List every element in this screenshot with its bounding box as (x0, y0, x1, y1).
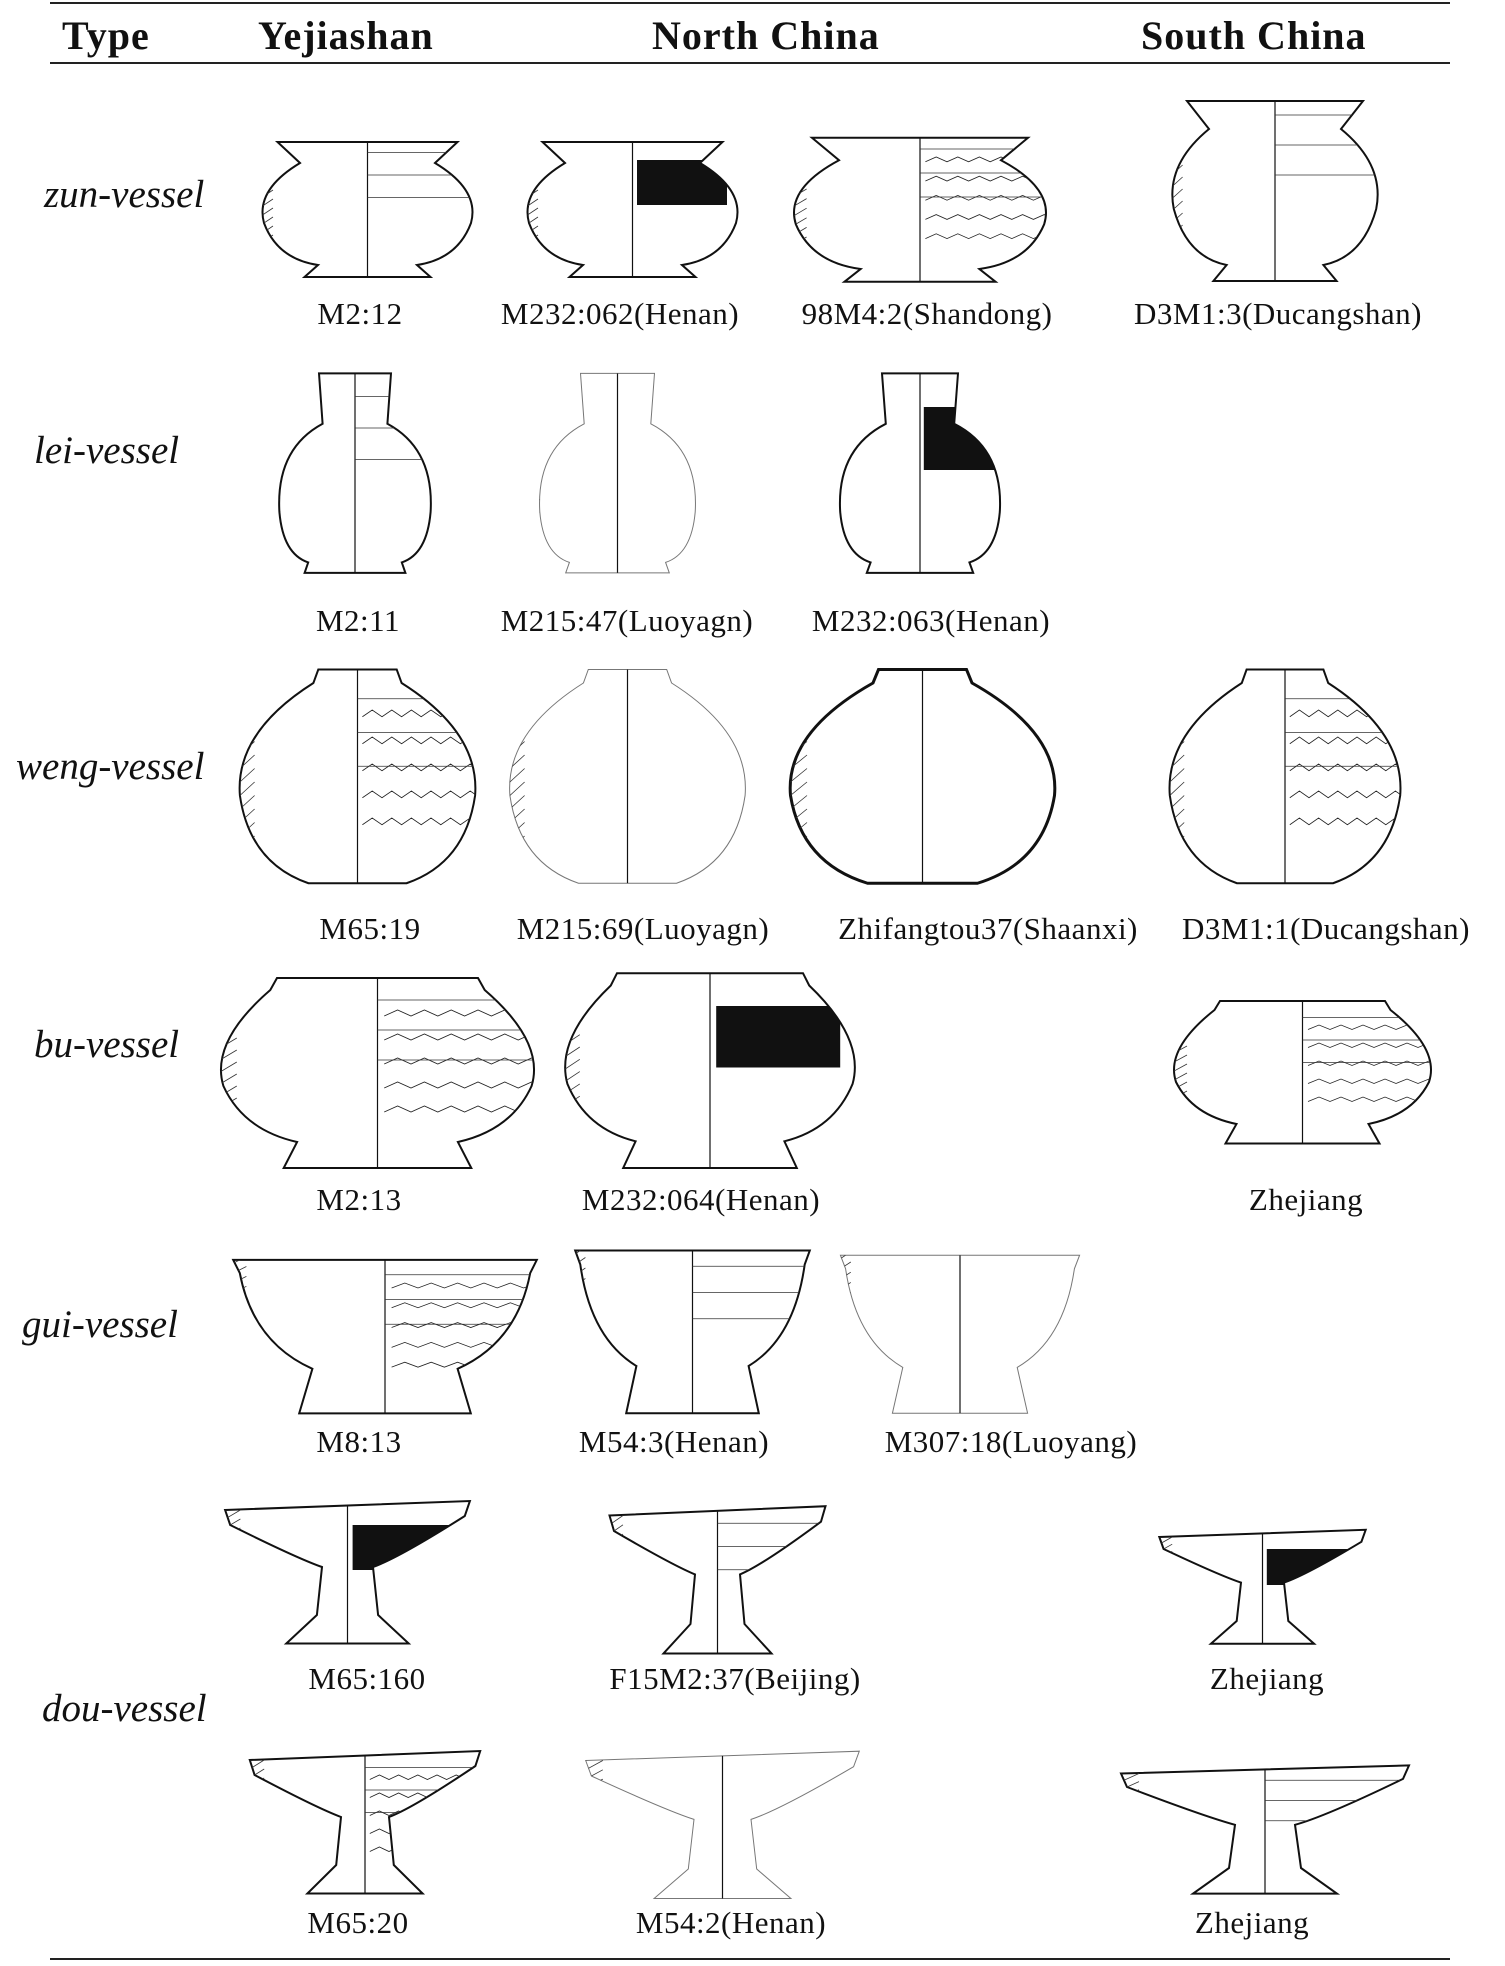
caption: M232:063(Henan) (811, 603, 1051, 638)
caption: M2:13 (316, 1182, 402, 1217)
caption: Zhejiang (1248, 1182, 1364, 1217)
caption: D3M1:1(Ducangshan) (1182, 911, 1470, 946)
caption: 98M4:2(Shandong) (801, 296, 1053, 331)
row-label-gui: gui-vessel (22, 1303, 178, 1346)
caption: Zhejiang (1209, 1661, 1325, 1696)
pottery-vessel-drawing (505, 665, 750, 890)
pottery-vessel-drawing (825, 365, 1015, 575)
caption: M215:47(Luoyagn) (500, 603, 754, 638)
caption: M65:19 (319, 911, 421, 946)
caption: M215:69(Luoyagn) (516, 911, 770, 946)
row-label-zun: zun-vessel (44, 173, 205, 216)
pottery-vessel-drawing (520, 130, 745, 280)
caption: M65:160 (308, 1661, 426, 1696)
caption: Zhejiang (1194, 1905, 1310, 1940)
pottery-vessel-drawing (525, 365, 710, 575)
caption: F15M2:37(Beijing) (609, 1661, 861, 1696)
row-label-lei: lei-vessel (34, 429, 180, 472)
pottery-vessel-drawing (555, 965, 865, 1170)
row-label-bu: bu-vessel (34, 1023, 180, 1066)
caption: M8:13 (316, 1424, 402, 1459)
pottery-vessel-drawing (1165, 995, 1440, 1145)
pottery-vessel-drawing (235, 665, 480, 890)
pottery-vessel-drawing (785, 125, 1055, 285)
caption: M2:12 (317, 296, 403, 331)
pottery-vessel-drawing (785, 665, 1060, 890)
pottery-vessel-drawing (1155, 1525, 1370, 1645)
header-north-china: North China (652, 13, 880, 58)
pottery-vessel-drawing (220, 1250, 550, 1415)
pottery-vessel-drawing (565, 1240, 820, 1415)
pottery-vessel-drawing (210, 970, 545, 1170)
bottom-rule (50, 1958, 1450, 1960)
header-yejiashan: Yejiashan (258, 13, 434, 58)
row-label-weng: weng-vessel (16, 745, 205, 788)
caption: M307:18(Luoyang) (884, 1424, 1138, 1459)
caption: M65:20 (307, 1905, 409, 1940)
caption: D3M1:3(Ducangshan) (1134, 296, 1422, 331)
pottery-vessel-drawing (220, 1495, 475, 1645)
caption: M54:2(Henan) (635, 1905, 827, 1940)
top-rule (50, 2, 1450, 4)
pottery-vessel-drawing (265, 365, 445, 575)
pottery-vessel-drawing (255, 130, 480, 280)
caption: M2:11 (315, 603, 401, 638)
pottery-vessel-drawing (1115, 1760, 1415, 1895)
caption: M232:064(Henan) (581, 1182, 821, 1217)
header-rule (50, 62, 1450, 64)
pottery-vessel-drawing (830, 1245, 1090, 1415)
pottery-vessel-drawing (605, 1500, 830, 1655)
header-south-china: South China (1141, 13, 1367, 58)
caption: M232:062(Henan) (500, 296, 740, 331)
pottery-vessel-drawing (1165, 665, 1405, 890)
pottery-vessel-drawing (245, 1745, 485, 1895)
pottery-vessel-drawing (1165, 85, 1385, 285)
pottery-vessel-drawing (580, 1745, 865, 1900)
caption: Zhifangtou37(Shaanxi) (838, 911, 1138, 946)
caption: M54:3(Henan) (578, 1424, 770, 1459)
row-label-dou: dou-vessel (42, 1687, 207, 1730)
header-type: Type (62, 13, 150, 58)
